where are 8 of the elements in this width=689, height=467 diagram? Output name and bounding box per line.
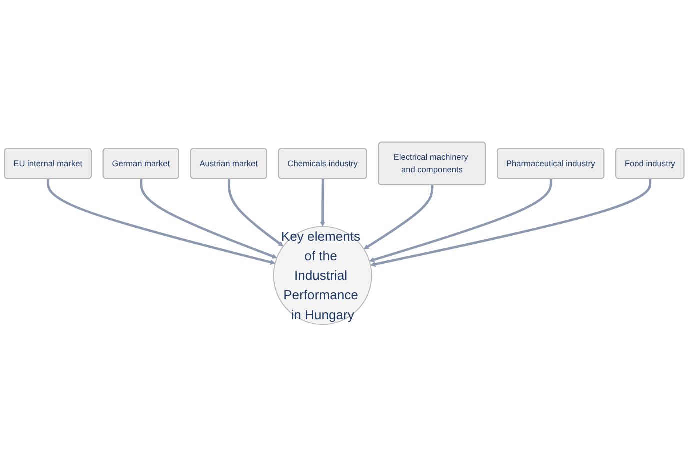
arrow xyxy=(140,179,278,259)
arrow xyxy=(47,179,276,265)
arrow xyxy=(320,179,326,227)
node-circle: Key elements of the Industrial Performance in Hungary xyxy=(273,226,372,326)
arrow xyxy=(228,179,284,247)
arrow xyxy=(364,185,434,250)
arrow xyxy=(370,179,652,268)
arrow xyxy=(369,179,552,262)
